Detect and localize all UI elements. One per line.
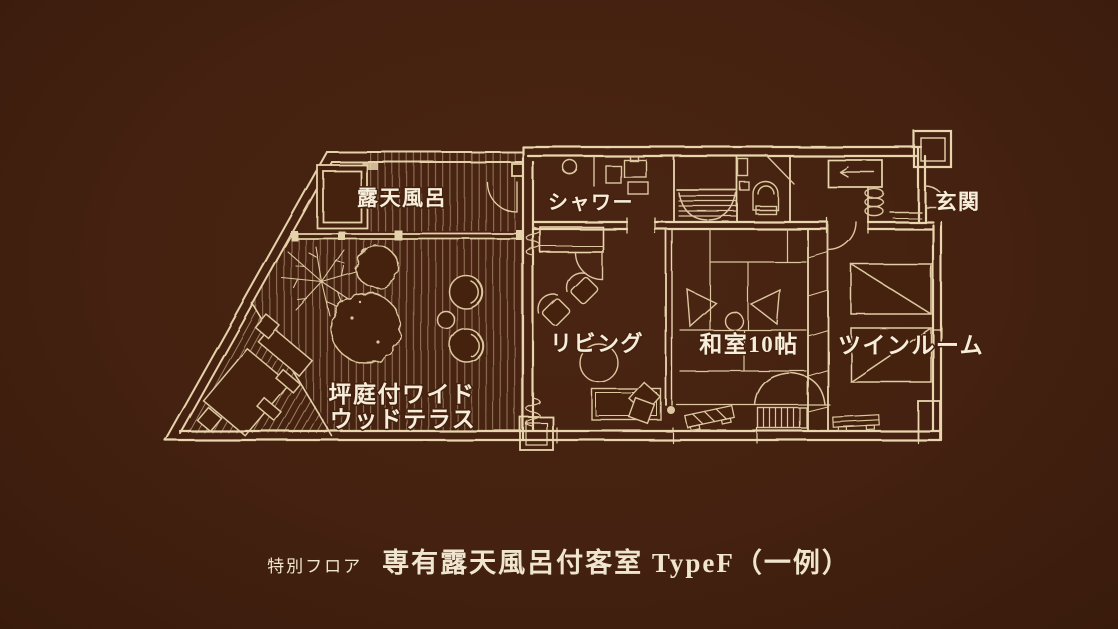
label-japanese-room: 和室10帖 <box>699 331 799 357</box>
caption-title: 専有露天風呂付客室 TypeF（一例） <box>382 548 851 578</box>
label-terrace-line1: 坪庭付ワイド <box>329 381 476 407</box>
room-labels: 露天風呂 シャワー 玄関 リビング 和室10帖 ツインルーム 坪庭付ワイド ウッ… <box>327 185 984 434</box>
label-terrace-line2: ウッドテラス <box>330 407 477 432</box>
caption: 特別フロア 専有露天風呂付客室 TypeF（一例） <box>0 541 1118 580</box>
plan-drawing <box>163 129 953 451</box>
entrance-area <box>827 159 947 219</box>
shower-room <box>562 155 649 195</box>
label-entrance: 玄関 <box>936 190 981 214</box>
living-room <box>525 226 662 427</box>
caption-prefix: 特別フロア <box>267 557 363 576</box>
label-twin-room: ツインルーム <box>838 333 984 358</box>
japanese-room <box>665 224 831 432</box>
storage-closet <box>676 189 738 221</box>
label-living: リビング <box>550 331 644 356</box>
label-open-air-bath: 露天風呂 <box>357 186 447 210</box>
bath-tub <box>316 163 524 229</box>
house-walls <box>163 129 953 451</box>
garden-tree <box>281 245 402 364</box>
toilet-room <box>737 154 795 215</box>
terrace-chairs <box>436 274 484 363</box>
label-shower: シャワー <box>548 192 634 214</box>
twin-room <box>827 221 932 432</box>
terrace-loungers <box>195 312 314 437</box>
terrace-fence <box>290 230 524 241</box>
